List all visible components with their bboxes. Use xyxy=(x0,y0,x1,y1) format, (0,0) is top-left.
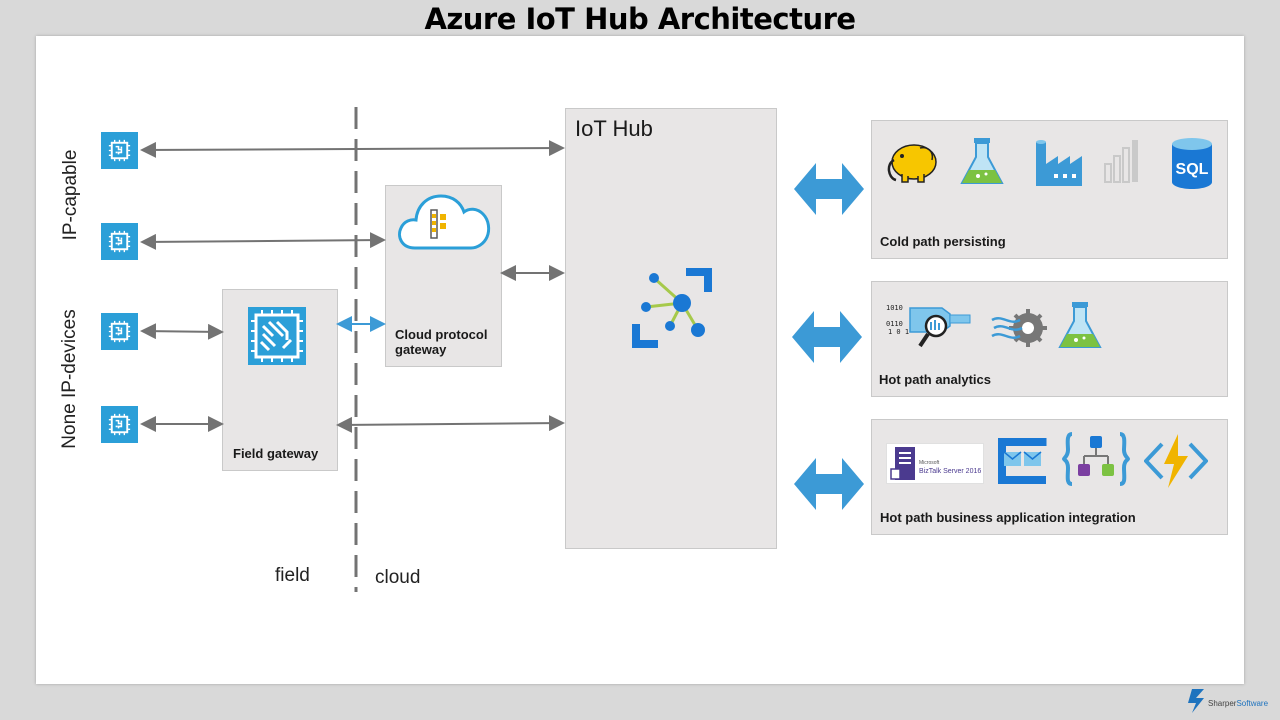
service-bus-icon xyxy=(996,436,1048,486)
cloud-gateway-label-line1: Cloud protocol xyxy=(395,327,488,342)
power-bi-icon xyxy=(1104,140,1138,183)
hadoop-elephant-icon xyxy=(887,144,937,183)
svg-text:1 0 1: 1 0 1 xyxy=(888,328,909,336)
svg-text:1010: 1010 xyxy=(886,304,903,312)
iot-hub-title: IoT Hub xyxy=(575,116,653,141)
stream-analytics-icon xyxy=(991,309,1047,347)
data-factory-icon xyxy=(1036,140,1082,186)
non-ip-device-2-icon[interactable] xyxy=(101,406,138,443)
ml-flask-icon xyxy=(1058,302,1102,348)
non-ip-device-1-icon[interactable] xyxy=(101,313,138,350)
business-path-label: Hot path business application integratio… xyxy=(880,510,1136,525)
brand-logo: SharperSoftware xyxy=(1186,688,1276,716)
svg-text:BizTalk Server 2016: BizTalk Server 2016 xyxy=(919,468,981,475)
data-analytics-icon: 1010 0110 1 0 1 xyxy=(886,304,971,348)
cloud-zone-label: cloud xyxy=(375,567,421,588)
svg-text:SQL: SQL xyxy=(1176,161,1209,178)
brand-text: SharperSoftware xyxy=(1208,699,1269,708)
svg-text:0110: 0110 xyxy=(886,320,903,328)
cold-path-box[interactable] xyxy=(871,120,1228,259)
logic-apps-icon xyxy=(1062,432,1130,486)
page-title: Azure IoT Hub Architecture xyxy=(424,2,856,36)
biztalk-server-icon: Microsoft BizTalk Server 2016 xyxy=(886,443,984,484)
ip-device-2-icon[interactable] xyxy=(101,223,138,260)
ml-flask-icon xyxy=(960,138,1004,184)
hot-path-box[interactable] xyxy=(871,281,1228,397)
none-ip-devices-label: None IP-devices xyxy=(59,309,80,449)
iot-hub-icon xyxy=(632,268,712,348)
cloud-gateway-label-line2: gateway xyxy=(395,342,447,357)
hot-path-label: Hot path analytics xyxy=(879,372,991,387)
field-zone-label: field xyxy=(275,565,310,586)
sql-database-icon: SQL xyxy=(1172,138,1212,189)
cloud-gateway-icon xyxy=(398,194,491,250)
field-gateway-icon xyxy=(248,307,306,365)
ip-capable-label: IP-capable xyxy=(60,149,81,241)
cold-path-label: Cold path persisting xyxy=(880,234,1006,249)
svg-text:Microsoft: Microsoft xyxy=(919,460,940,466)
azure-functions-icon xyxy=(1144,434,1208,488)
brand-mark-icon xyxy=(1188,689,1204,713)
field-gateway-label: Field gateway xyxy=(233,446,319,461)
ip-device-1-icon[interactable] xyxy=(101,132,138,169)
